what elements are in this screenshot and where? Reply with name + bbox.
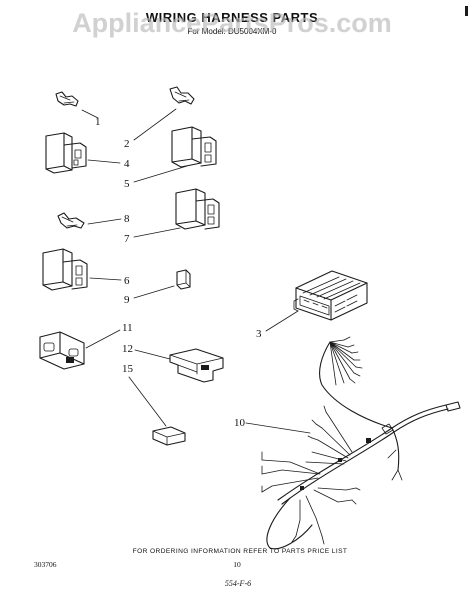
part-5-connector-housing [171, 126, 217, 168]
callout-15: 15 [122, 363, 134, 375]
callout-8: 8 [124, 213, 130, 225]
leader-6 [89, 277, 122, 281]
leader-5 [133, 165, 188, 183]
leader-8 [87, 218, 122, 225]
part-11-plug-housing [39, 331, 85, 370]
page-title: WIRING HARNESS PARTS [146, 10, 318, 25]
page-number: 10 [233, 560, 241, 569]
callout-10: 10 [234, 417, 246, 429]
leader-7 [133, 227, 181, 238]
part-1-terminal [55, 91, 79, 107]
part-7-connector-housing [175, 188, 220, 230]
callout-5: 5 [124, 178, 130, 190]
leader-4 [87, 159, 121, 164]
callout-12: 12 [122, 343, 133, 355]
model-line: For Model: DU5004XM-0 [188, 27, 277, 36]
part-12-bracket [169, 348, 224, 383]
corner-mark [465, 6, 468, 16]
callout-1: 1 [95, 116, 101, 128]
date-mark: 554-F-6 [225, 579, 251, 588]
callout-2: 2 [124, 138, 130, 150]
callout-6: 6 [124, 275, 130, 287]
part-2-terminal [169, 86, 195, 105]
leader-9 [133, 285, 175, 299]
part-8-terminal [57, 212, 85, 229]
leader-11 [85, 329, 121, 349]
leader-2 [133, 108, 177, 141]
callout-11: 11 [122, 322, 133, 334]
ordering-note: FOR ORDERING INFORMATION REFER TO PARTS … [133, 548, 348, 555]
part-6-connector-housing [42, 248, 88, 291]
part-9-clip [176, 269, 191, 290]
part-15-insulator [152, 426, 186, 446]
leader-12 [134, 349, 171, 360]
callout-9: 9 [124, 294, 130, 306]
watermark: AppliancePartsPros.com [72, 8, 392, 38]
leader-10 [245, 422, 311, 434]
callout-4: 4 [124, 158, 130, 170]
leader-15 [128, 376, 167, 427]
leader-3 [265, 310, 299, 332]
callout-7: 7 [124, 233, 130, 245]
leader-1 [81, 109, 99, 119]
callout-3: 3 [256, 328, 262, 340]
part-4-connector-housing [45, 132, 87, 174]
figure-code: 303706 [34, 560, 57, 569]
part-10-wiring-harness [261, 336, 461, 550]
part-3-terminal-block [293, 270, 368, 321]
